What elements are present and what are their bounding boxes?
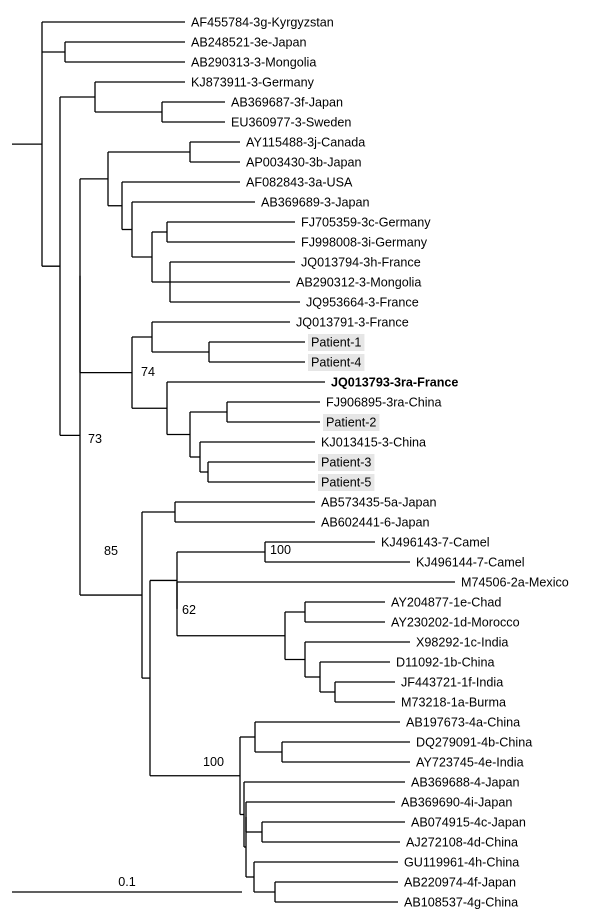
- bootstrap-value: 100: [270, 543, 291, 557]
- leaf-label: JQ013794-3h-France: [301, 256, 421, 270]
- patient-highlight-box: [323, 414, 380, 431]
- leaf-label: AB197673-4a-China: [406, 716, 520, 730]
- branch-layer: [12, 21, 455, 903]
- leaf-label: AY115488-3j-Canada: [246, 136, 365, 150]
- leaf-label: KJ496143-7-Camel: [381, 536, 490, 550]
- leaf-label: FJ998008-3i-Germany: [301, 236, 428, 250]
- leaf-label: FJ705359-3c-Germany: [301, 216, 431, 230]
- patient-highlight-box: [318, 454, 375, 471]
- leaf-label: JF443721-1f-India: [401, 676, 503, 690]
- bootstrap-value: 73: [88, 432, 102, 446]
- leaf-label: M73218-1a-Burma: [401, 696, 506, 710]
- leaf-label: AB220974-4f-Japan: [404, 876, 516, 890]
- leaf-label: AB369687-3f-Japan: [231, 96, 343, 110]
- scale-bar-label: 0.1: [118, 875, 136, 889]
- leaf-label: AB369689-3-Japan: [261, 196, 370, 210]
- patient-highlight-box: [318, 474, 375, 491]
- leaf-label: AB290312-3-Mongolia: [296, 276, 421, 290]
- leaf-label: EU360977-3-Sweden: [231, 116, 351, 130]
- leaf-label: AJ272108-4d-China: [406, 836, 518, 850]
- patient-highlight-box: [308, 354, 365, 371]
- leaf-label: KJ013415-3-China: [321, 436, 426, 450]
- leaf-label: JQ013791-3-France: [296, 316, 409, 330]
- leaf-label: GU119961-4h-China: [404, 856, 519, 870]
- highlight-layer: [308, 334, 380, 491]
- leaf-label: AY723745-4e-India: [416, 756, 524, 770]
- leaf-label: D11092-1b-China: [396, 656, 494, 670]
- leaf-label: AB290313-3-Mongolia: [191, 56, 316, 70]
- patient-leaf-label: Patient-3: [321, 456, 371, 470]
- leaf-label: M74506-2a-Mexico: [461, 576, 569, 590]
- leaf-label: DQ279091-4b-China: [416, 736, 532, 750]
- leaf-label: X98292-1c-India: [416, 636, 508, 650]
- leaf-label: AB573435-5a-Japan: [321, 496, 437, 510]
- leaf-label: AB074915-4c-Japan: [411, 816, 526, 830]
- leaf-label: AB248521-3e-Japan: [191, 36, 307, 50]
- leaf-label: AB369690-4i-Japan: [401, 796, 512, 810]
- leaf-label: KJ873911-3-Germany: [191, 76, 315, 90]
- leaf-label: AB602441-6-Japan: [321, 516, 430, 530]
- leaf-label: AF455784-3g-Kyrgyzstan: [191, 16, 334, 30]
- leaf-label: FJ906895-3ra-China: [326, 396, 442, 410]
- patient-leaf-label: Patient-5: [321, 476, 371, 490]
- bootstrap-value: 74: [141, 365, 155, 379]
- patient-leaf-label: Patient-4: [311, 356, 361, 370]
- leaf-label: AY204877-1e-Chad: [391, 596, 501, 610]
- patient-leaf-label: Patient-2: [326, 416, 376, 430]
- leaf-label: AY230202-1d-Morocco: [391, 616, 520, 630]
- bootstrap-label-layer: 74 73 85 100 62 100: [88, 365, 291, 769]
- leaf-label: AP003430-3b-Japan: [246, 156, 362, 170]
- leaf-label: AF082843-3a-USA: [246, 176, 353, 190]
- leaf-label: AB369688-4-Japan: [411, 776, 520, 790]
- leaf-label: KJ496144-7-Camel: [416, 556, 525, 570]
- patient-leaf-label: Patient-1: [311, 336, 361, 350]
- bootstrap-value: 100: [203, 755, 224, 769]
- leaf-label: AB108537-4g-China: [404, 896, 518, 910]
- leaf-label: JQ013793-3ra-France: [331, 376, 458, 390]
- bootstrap-value: 62: [182, 603, 196, 617]
- leaf-label-layer: AF455784-3g-KyrgyzstanAB248521-3e-JapanA…: [191, 16, 569, 910]
- patient-highlight-box: [308, 334, 365, 351]
- scale-bar: 0.1: [12, 875, 242, 893]
- bootstrap-value: 85: [104, 544, 118, 558]
- leaf-label: JQ953664-3-France: [306, 296, 419, 310]
